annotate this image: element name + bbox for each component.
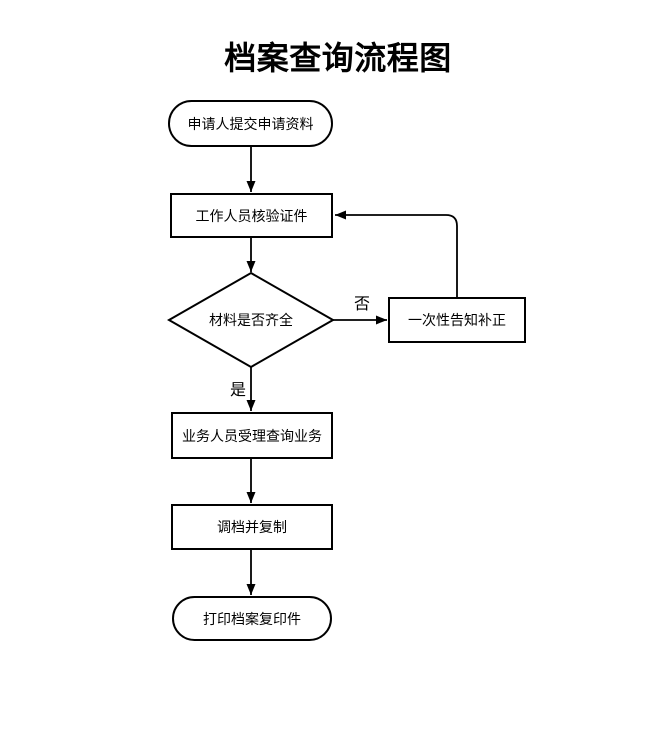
node-decision: 材料是否齐全: [169, 303, 333, 337]
edge-supplement-verify: [335, 210, 458, 297]
node-end-label: 打印档案复印件: [203, 610, 301, 627]
node-verify-label: 工作人员核验证件: [195, 207, 308, 224]
node-decision-label: 材料是否齐全: [209, 312, 293, 328]
edge-label-yes: 是: [230, 382, 247, 399]
node-accept: 业务人员受理查询业务: [171, 412, 333, 459]
node-start: 申请人提交申请资料: [168, 100, 333, 147]
node-start-label: 申请人提交申请资料: [187, 115, 314, 132]
node-supplement-label: 一次性告知补正: [408, 312, 506, 328]
node-end: 打印档案复印件: [172, 596, 332, 641]
node-decision-shape: [166, 271, 336, 369]
node-accept-label: 业务人员受理查询业务: [182, 427, 322, 444]
node-retrieve-label: 调档并复制: [217, 519, 287, 535]
node-retrieve: 调档并复制: [171, 504, 333, 550]
edge-label-no: 否: [354, 296, 371, 313]
node-supplement: 一次性告知补正: [388, 297, 526, 343]
node-verify: 工作人员核验证件: [170, 193, 333, 238]
flowchart-title: 档案查询流程图: [224, 40, 452, 76]
